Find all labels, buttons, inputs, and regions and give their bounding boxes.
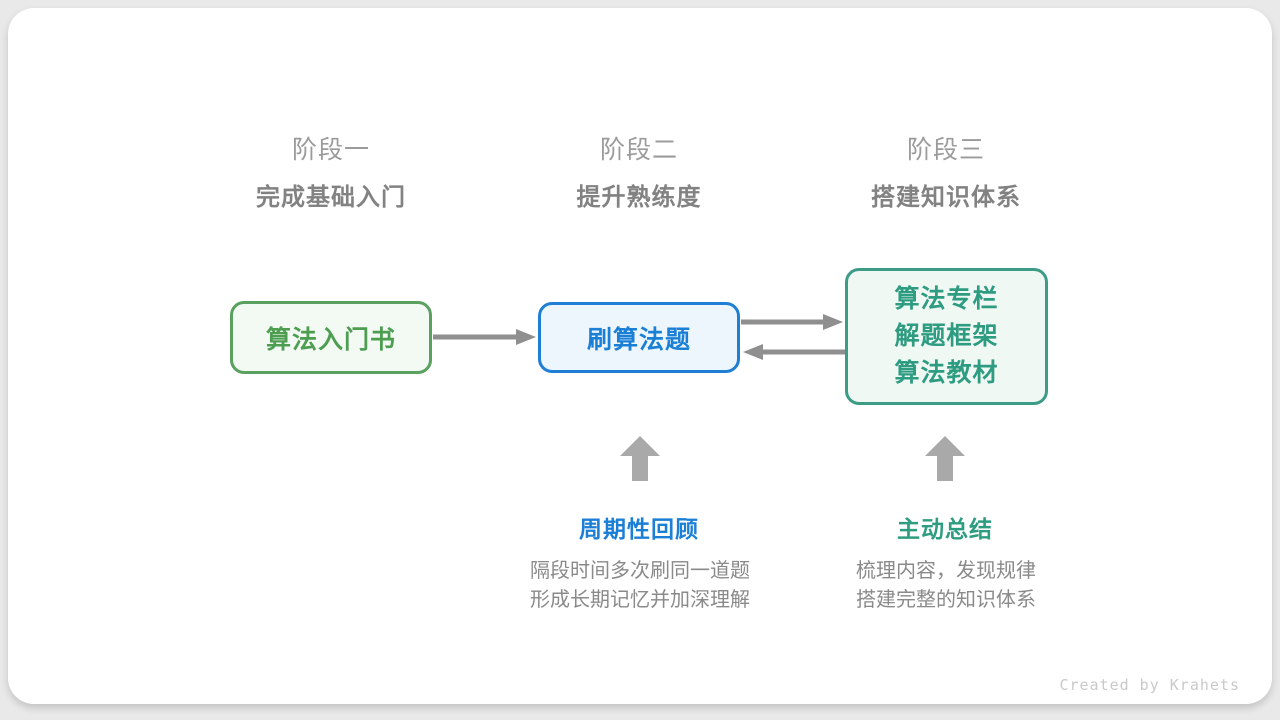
- stage-2-label: 阶段二: [599, 136, 678, 164]
- stage-1-label: 阶段一: [291, 136, 370, 164]
- arrow-right-icon: [433, 329, 536, 345]
- node-resource-line-2: 解题框架: [894, 322, 999, 350]
- node-resource-line-3: 算法教材: [894, 359, 999, 387]
- credit-text: Created by Krahets: [1059, 676, 1240, 694]
- arrow-right-icon: [741, 314, 843, 330]
- node-knowledge-resources: 算法专栏 解题框架 算法教材: [845, 268, 1048, 405]
- stage-1-subtitle: 完成基础入门: [256, 184, 406, 211]
- desc-line: 梳理内容，发现规律: [856, 560, 1036, 582]
- stage-3-subtitle: 搭建知识体系: [871, 184, 1021, 211]
- arrow-up-icon: [925, 436, 965, 481]
- node-intro-book-label: 算法入门书: [265, 325, 396, 354]
- node-practice-problems: 刷算法题: [538, 302, 740, 373]
- stage-2-subtitle: 提升熟练度: [576, 184, 702, 211]
- desc-line: 形成长期记忆并加深理解: [530, 589, 750, 611]
- node-resource-line-1: 算法专栏: [894, 285, 999, 313]
- annotation-periodic-review-desc: 隔段时间多次刷同一道题 形成长期记忆并加深理解: [499, 557, 781, 615]
- arrow-left-icon: [743, 344, 845, 360]
- node-practice-problems-label: 刷算法题: [586, 325, 691, 354]
- annotation-periodic-review-title: 周期性回顾: [579, 516, 699, 542]
- stage-3-label: 阶段三: [906, 136, 985, 164]
- desc-line: 搭建完整的知识体系: [856, 589, 1036, 611]
- node-intro-book: 算法入门书: [230, 301, 432, 374]
- desc-line: 隔段时间多次刷同一道题: [530, 560, 750, 582]
- annotation-active-summary-title: 主动总结: [897, 516, 993, 542]
- arrow-up-icon: [620, 436, 660, 481]
- annotation-active-summary-desc: 梳理内容，发现规律 搭建完整的知识体系: [816, 557, 1076, 615]
